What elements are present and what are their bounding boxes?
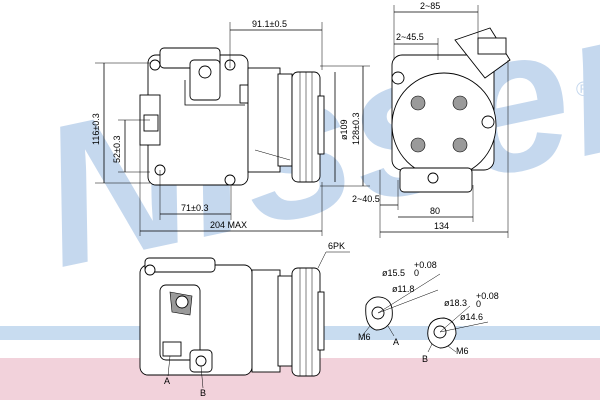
dim-2-85-label: 2~85 [420,1,440,11]
dim-204-label: 204 MAX [210,220,247,230]
port-b-detail: ø18.3 +0.08 0 ø14.6 M6 B [422,291,499,364]
port-a-thread: M6 [358,332,371,342]
dim-52-label: 52±0.3 [112,136,122,163]
port-b-dia-outer: ø18.3 [444,298,467,308]
dim-2-40-label: 2~40.5 [352,194,380,204]
label-b-lower: B [200,388,206,398]
compressor-end-view [391,27,511,193]
dim-2-45-label: 2~45.5 [396,32,424,42]
compressor-lower-view: 6PK A B [139,241,350,398]
label-a-lower: A [164,376,170,386]
port-b-dia-inner: ø14.6 [460,312,483,322]
port-a-letter: A [393,337,399,347]
port-a-detail: ø15.5 +0.08 0 ø11.8 M6 A [358,260,441,347]
dim-71-label: 71±0.3 [181,203,208,213]
dim-116-label: 116±0.3 [91,113,101,145]
port-b-tol-upper: +0.08 [476,291,499,301]
port-b-thread: M6 [456,346,469,356]
port-a-tol-upper: +0.08 [414,260,437,270]
port-a-dia-inner: ø11.8 [392,284,414,294]
pulley-label: 6PK [328,241,345,251]
port-a-tol-lower: 0 [414,268,419,278]
dim-91-label: 91.1±0.5 [252,19,287,29]
registered-mark: ® [576,79,591,101]
dim-134-label: 134 [434,221,449,231]
port-b-letter: B [422,354,428,364]
dim-80-label: 80 [430,206,440,216]
port-b-tol-lower: 0 [476,299,481,309]
side-view-dimensions: 91.1±0.5 116±0.3 52±0.3 ø109 128±0.3 71±… [91,19,370,236]
end-view-dimensions: 2~85 2~45.5 2~40.5 80 134 [352,1,509,238]
port-a-dia-outer: ø15.5 [382,268,405,278]
dim-128-label: 128±0.3 [351,113,361,145]
dim-109-label: ø109 [339,119,349,140]
